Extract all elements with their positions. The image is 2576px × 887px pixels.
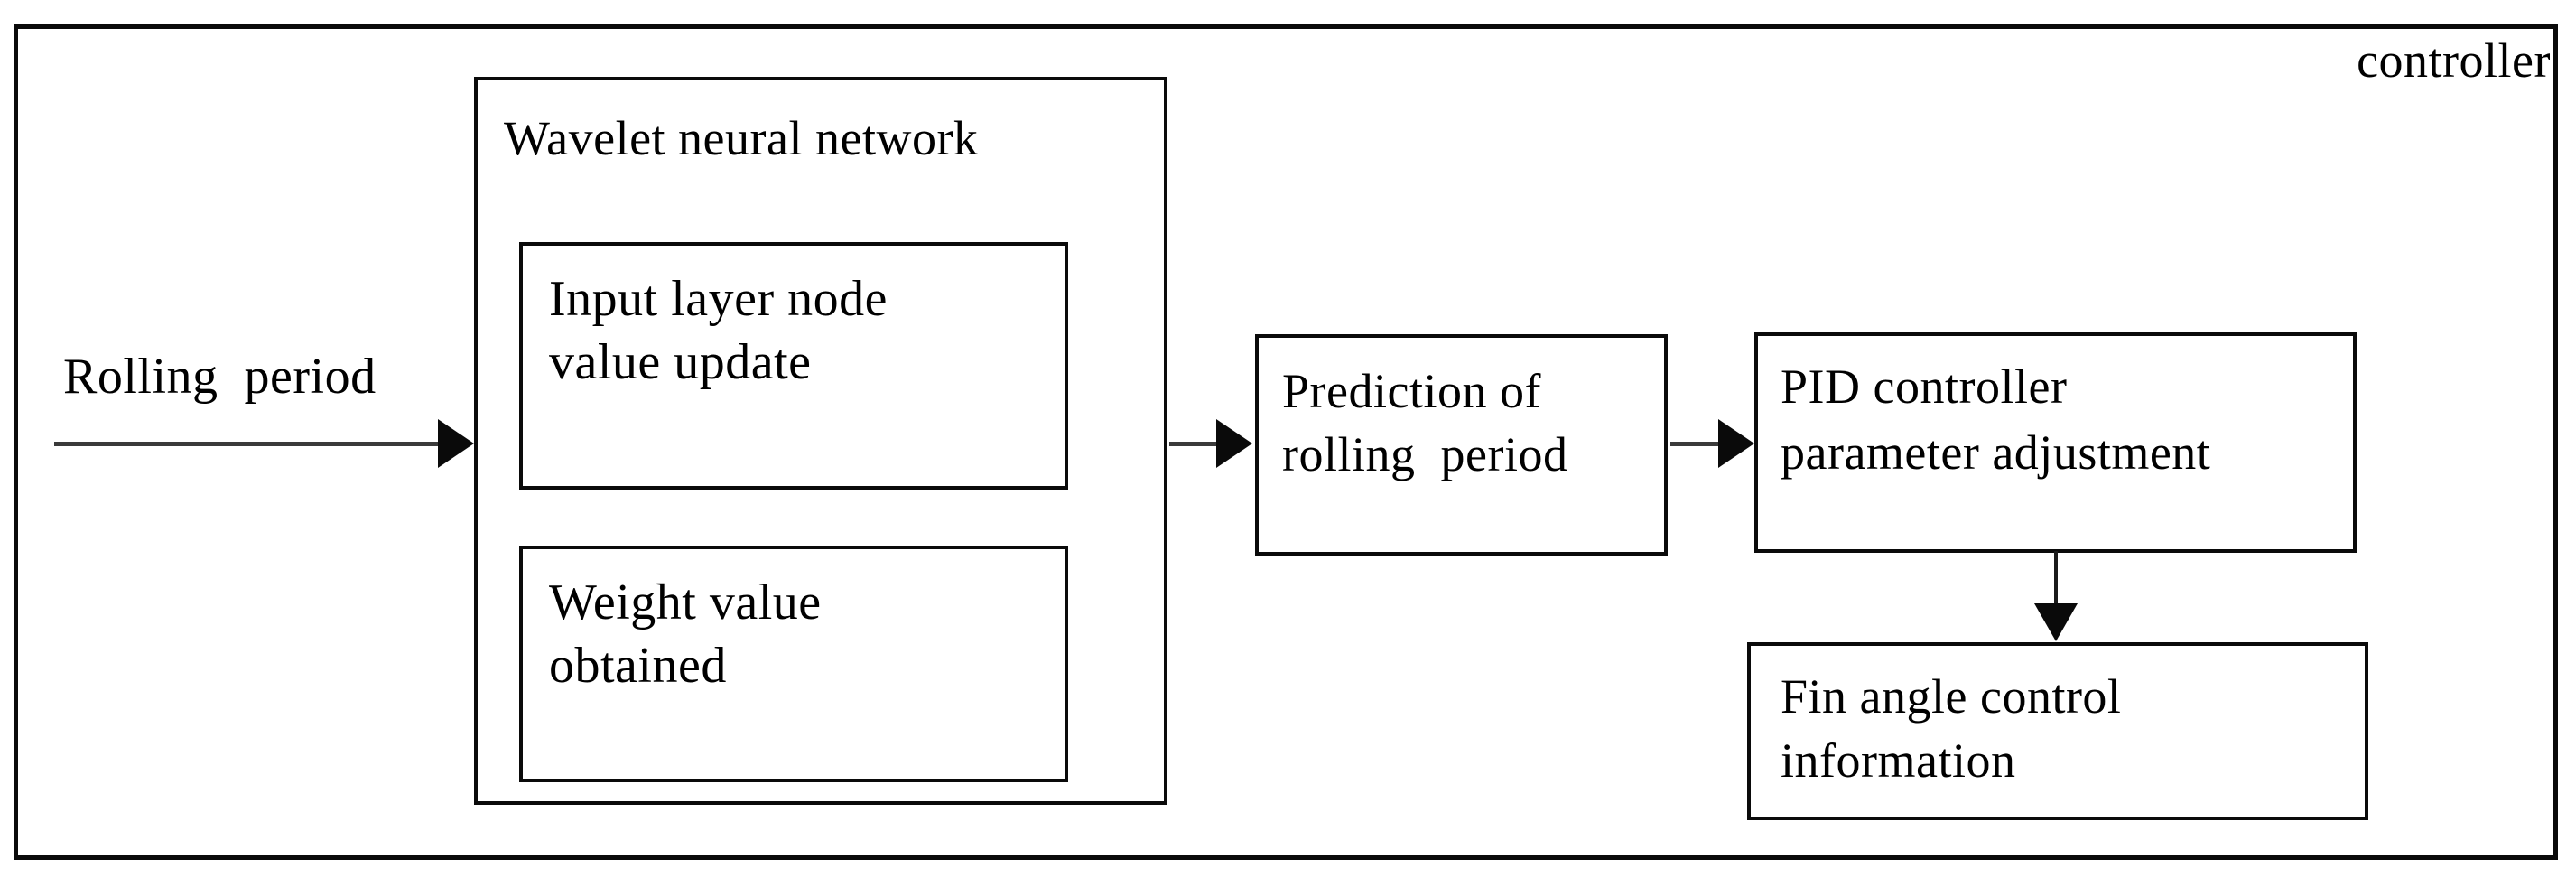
fin-angle-control-information-box xyxy=(1747,642,2368,820)
weight-value-obtained-label: Weight value obtained xyxy=(549,574,822,694)
weight-value-obtained-box xyxy=(519,546,1068,782)
arrow-right-icon-wavelet-to-prediction xyxy=(1216,419,1252,468)
pid-controller-parameter-adjustment-box xyxy=(1754,332,2357,553)
fin-angle-control-information-label: Fin angle control information xyxy=(1781,669,2122,789)
arrow-right-icon-prediction-to-pid xyxy=(1718,419,1754,468)
connector-prediction-to-pid-line xyxy=(1670,442,1721,446)
rolling-period-input-label: Rolling period xyxy=(63,349,377,405)
prediction-of-rolling-period-label: Prediction of rolling period xyxy=(1282,364,1568,482)
arrow-right-icon-rolling-period-to-wavelet xyxy=(438,419,474,468)
pid-controller-parameter-adjustment-label: PID controller parameter adjustment xyxy=(1781,359,2211,480)
arrow-down-icon-pid-to-fin xyxy=(2034,603,2078,641)
input-layer-node-value-update-label: Input layer node value update xyxy=(549,271,888,390)
connector-pid-to-fin-line xyxy=(2054,551,2058,612)
controller-frame-label: controller xyxy=(2357,33,2551,88)
connector-rolling-period-to-wavelet-line xyxy=(54,442,438,446)
input-layer-node-value-update-box xyxy=(519,242,1068,490)
connector-wavelet-to-prediction-line xyxy=(1169,442,1216,446)
wavelet-neural-network-title: Wavelet neural network xyxy=(504,111,979,165)
prediction-of-rolling-period-box xyxy=(1255,334,1668,556)
